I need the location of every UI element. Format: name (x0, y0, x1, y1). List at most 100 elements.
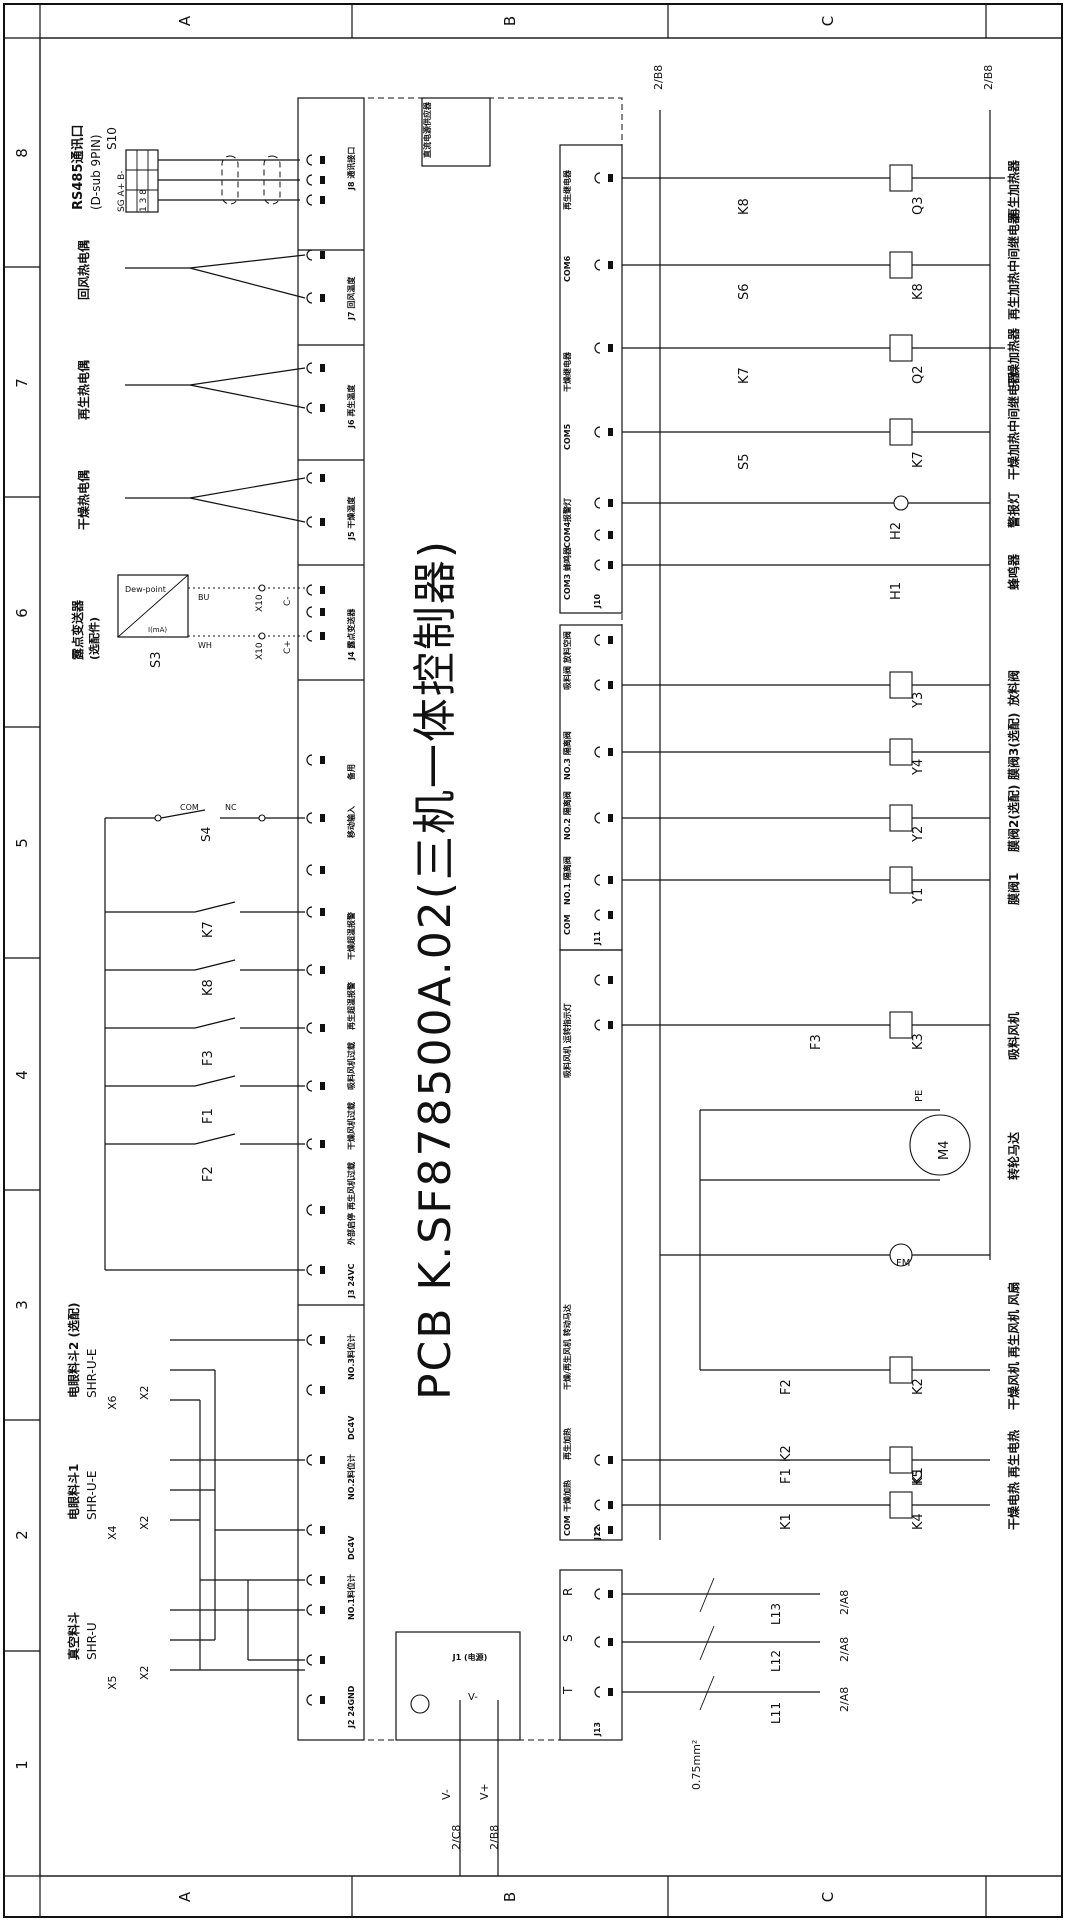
pe-label: PE (914, 1090, 925, 1102)
label-j3: J3 24VC (347, 1263, 356, 1299)
label-dryfan: 干燥/再生风机 转动马达 (562, 1304, 572, 1390)
dew-point-sensor: 露点变送器 (选配件) Dew-point I(mA) S3 BU WH X10… (70, 574, 305, 668)
f2-contact: F2 (779, 1379, 794, 1395)
label-v2: NO.2 隔离阀 (562, 791, 572, 840)
right-pin-2 (594, 342, 613, 354)
rs485-title: RS485通讯口 (70, 124, 86, 210)
zone-3: 3 (13, 1300, 31, 1310)
k2-contact: K2 (779, 1445, 794, 1462)
label-no2: NO.2料位计 (346, 1454, 356, 1500)
ref-2a8-b: 2/A8 (838, 1637, 851, 1662)
label-regen-overload: 再生风机过载 (346, 1162, 356, 1210)
label-fan-overload: 吸料风机过载 (346, 1042, 356, 1090)
connector-labels: J8 通讯接口 J7 回风温度 J6 再生温度 J5 干燥温度 J4 露点变送器… (346, 101, 602, 1737)
l11: L11 (769, 1702, 783, 1724)
left-pin-4 (306, 292, 325, 304)
right-pin-5 (594, 529, 613, 541)
y3-valve: Y3 (911, 692, 926, 709)
thermocouples: 回风热电偶 再生热电偶 干燥热电偶 (76, 240, 306, 530)
label-j13: J13 (593, 1722, 602, 1737)
label-dry-cont: 干燥继电器 (562, 351, 572, 392)
valve2: 膜阀2(选配) (1006, 785, 1021, 852)
right-pin-14 (594, 1019, 613, 1031)
dew-bu: BU (198, 593, 209, 602)
label-r: R (561, 1588, 575, 1596)
right-pin-6 (594, 559, 613, 571)
right-pin-18 (594, 1588, 613, 1600)
eye1-title: 电眼料斗1 (66, 1464, 81, 1520)
heaters: 干燥电热 再生电热 (1006, 1430, 1021, 1530)
left-pin-0 (306, 154, 325, 166)
k1-contact: K1 (779, 1513, 794, 1530)
k2-coil: K2 (911, 1378, 926, 1395)
q3-coil: Q3 (911, 196, 926, 215)
label-regen-heat: 再生加热 (562, 1428, 572, 1460)
f2-ref: F2 (201, 1166, 216, 1182)
label-com-heat: COM (563, 1515, 572, 1536)
left-pin-24 (306, 1454, 325, 1466)
k8-coil: K8 (911, 283, 926, 300)
zone-1: 1 (13, 1760, 31, 1770)
label-fan: 吸料风机 运转指示灯 (562, 1003, 572, 1078)
left-pin-16 (306, 964, 325, 976)
buzzer: 蜂鸣器 (1006, 553, 1021, 590)
label-t: T (561, 1686, 575, 1695)
left-pin-19 (306, 1138, 325, 1150)
s6-switch: S6 (737, 283, 752, 300)
eye2-model: SHR-U-E (85, 1348, 99, 1398)
left-pin-7 (306, 472, 325, 484)
left-pin-2 (306, 194, 325, 206)
x4-ref: X4 (106, 1525, 119, 1540)
zone-8: 8 (13, 148, 31, 158)
left-pin-15 (306, 906, 325, 918)
k8-contact: K8 (737, 198, 752, 215)
label-j10: J10 (593, 593, 602, 609)
f3-ref: F3 (201, 1050, 216, 1066)
k5-coil: K5 (911, 1469, 926, 1486)
left-pin-25 (306, 1524, 325, 1536)
x2-ref-c: X2 (138, 1665, 151, 1680)
label-no1: NO.1料位计 (346, 1574, 356, 1620)
hoppers: 电眼料斗2 (选配) SHR-U-E 电眼料斗1 SHR-U-E 真空料斗 SH… (66, 1303, 305, 1690)
right-pin-9 (594, 746, 613, 758)
zone-labels: A B C A B C 8 7 6 5 4 3 2 1 (13, 15, 837, 1902)
label-remote: 移动输入 (346, 806, 356, 838)
label-alarm-lamp: 报警灯 (562, 498, 572, 522)
right-pin-11 (594, 874, 613, 886)
right-pin-7 (594, 634, 613, 646)
left-pin-26 (306, 1574, 325, 1586)
left-pin-22 (306, 1334, 325, 1346)
regen-relay: 再生加热中间继电器 (1006, 211, 1021, 320)
ref-2b8-bottom: 2/B8 (488, 1825, 501, 1850)
dew-x10-b: X10 (255, 642, 265, 660)
ref-2c8: 2/C8 (450, 1825, 463, 1850)
f3-contact: F3 (809, 1034, 824, 1050)
regen-tc: 再生热电偶 (76, 360, 91, 420)
left-pin-27 (306, 1604, 325, 1616)
ref-2b8-top-b: 2/B8 (982, 65, 995, 90)
rs485-nums: 1 3 8 (139, 189, 149, 212)
h2-lamp: H2 (889, 522, 904, 540)
suction-valve: 放料阀 (1006, 670, 1021, 707)
label-dc4b: DC4V (347, 1535, 356, 1560)
vac-model: SHR-U (85, 1622, 99, 1660)
rs485-pins: SG A+ B- (117, 170, 127, 212)
right-pin-10 (594, 812, 613, 824)
label-s: S (561, 1634, 575, 1642)
vac-title: 真空料斗 (66, 1612, 81, 1660)
right-pin-20 (594, 1686, 613, 1698)
label-v1: NO.1 隔离阀 (562, 856, 572, 905)
ref-2a8-a: 2/A8 (838, 1590, 851, 1615)
dry-heater: 干燥加热器 (1006, 327, 1021, 388)
v-plus: V+ (478, 1783, 491, 1800)
fm-fan: FM (896, 1258, 910, 1269)
k7-coil: K7 (911, 451, 926, 468)
label-j4: J4 露点变送器 (346, 608, 356, 661)
right-pin-4 (594, 497, 613, 509)
label-j11: J11 (593, 930, 602, 946)
alarm-lamp: 警报灯 (1006, 492, 1021, 529)
label-j7: J7 回风温度 (346, 276, 356, 321)
l12: L12 (769, 1650, 783, 1672)
motor: 转轮马达 (1006, 1132, 1021, 1180)
